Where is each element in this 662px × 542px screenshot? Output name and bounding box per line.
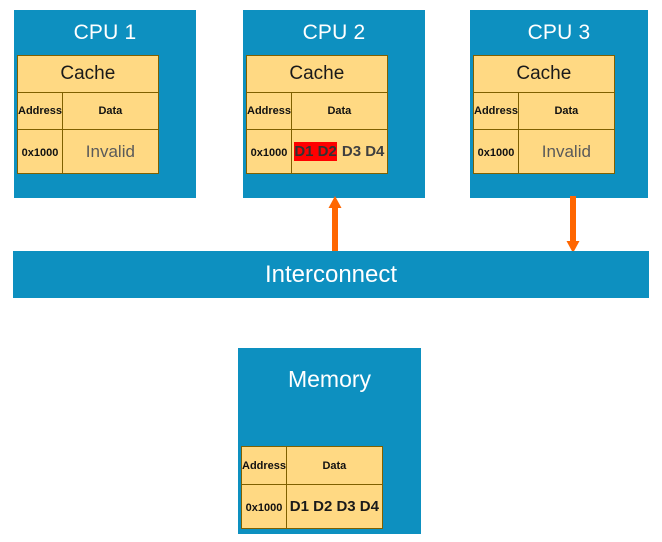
cache-data-highlight-2: D1 D2	[294, 141, 337, 161]
interconnect-bar[interactable]: Interconnect	[13, 251, 649, 298]
table-column-header-row: Address Data	[472, 92, 615, 130]
table-column-header-row: Address Data	[245, 92, 388, 130]
table-column-header-row: Address Data	[240, 446, 383, 485]
column-header-data-1: Data	[62, 92, 159, 130]
cpu-block-1[interactable]: CPU 1 Cache Address Data 0x1000 Invalid	[14, 10, 196, 198]
address-value-memory: 0x1000	[245, 501, 283, 514]
table-column-header-row: Address Data	[16, 92, 159, 130]
column-header-address-2: Address	[245, 92, 293, 130]
address-value-3: 0x1000	[477, 146, 515, 159]
column-header-data-3: Data	[518, 92, 615, 130]
column-header-address-memory: Address	[240, 446, 288, 485]
cell-data-memory: D1 D2 D3 D4	[286, 484, 383, 529]
memory-title: Memory	[287, 366, 372, 392]
table-row: 0x1000 D1 D2 D3 D4	[240, 484, 383, 529]
address-value-1: 0x1000	[21, 146, 59, 159]
column-header-address-3: Address	[472, 92, 520, 130]
cpu-title-2: CPU 2	[302, 21, 366, 44]
cache-table-3: Cache Address Data 0x1000 Invalid	[472, 55, 615, 174]
cpu-block-3[interactable]: CPU 3 Cache Address Data 0x1000 Invalid	[470, 10, 648, 198]
cell-data-3: Invalid	[518, 129, 615, 174]
cell-address-1: 0x1000	[16, 129, 64, 174]
table-row: 0x1000 Invalid	[472, 129, 615, 174]
connector-arrow-cpu3-down	[566, 196, 580, 253]
address-value-2: 0x1000	[250, 146, 288, 159]
column-header-data-2: Data	[291, 92, 388, 130]
cpu-title-3: CPU 3	[527, 21, 591, 44]
connector-arrow-cpu2-up	[328, 196, 342, 253]
cache-label-2: Cache	[246, 55, 388, 93]
cache-header-row: Cache	[17, 55, 159, 93]
cell-address-memory: 0x1000	[240, 484, 288, 529]
memory-data-value: D1 D2 D3 D4	[289, 497, 379, 515]
cache-table-1: Cache Address Data 0x1000 Invalid	[16, 55, 159, 174]
cache-label-3: Cache	[473, 55, 615, 93]
cpu-title-1: CPU 1	[73, 21, 137, 44]
memory-table: Address Data 0x1000 D1 D2 D3 D4	[240, 446, 383, 529]
cache-state-value-3: Invalid	[541, 141, 591, 161]
cache-header-row: Cache	[246, 55, 388, 93]
memory-block[interactable]: Memory Address Data 0x1000 D1 D2 D3 D4	[238, 348, 421, 534]
cell-address-3: 0x1000	[472, 129, 520, 174]
interconnect-label: Interconnect	[264, 260, 398, 288]
column-header-data-memory: Data	[286, 446, 383, 485]
table-row: 0x1000 Invalid	[16, 129, 159, 174]
cache-state-value-1: Invalid	[85, 141, 135, 161]
cache-header-row: Cache	[473, 55, 615, 93]
cache-data-plain-2: D3 D4	[341, 142, 385, 160]
column-header-address-1: Address	[16, 92, 64, 130]
cell-address-2: 0x1000	[245, 129, 293, 174]
cache-label-1: Cache	[17, 55, 159, 93]
cell-data-1: Invalid	[62, 129, 159, 174]
